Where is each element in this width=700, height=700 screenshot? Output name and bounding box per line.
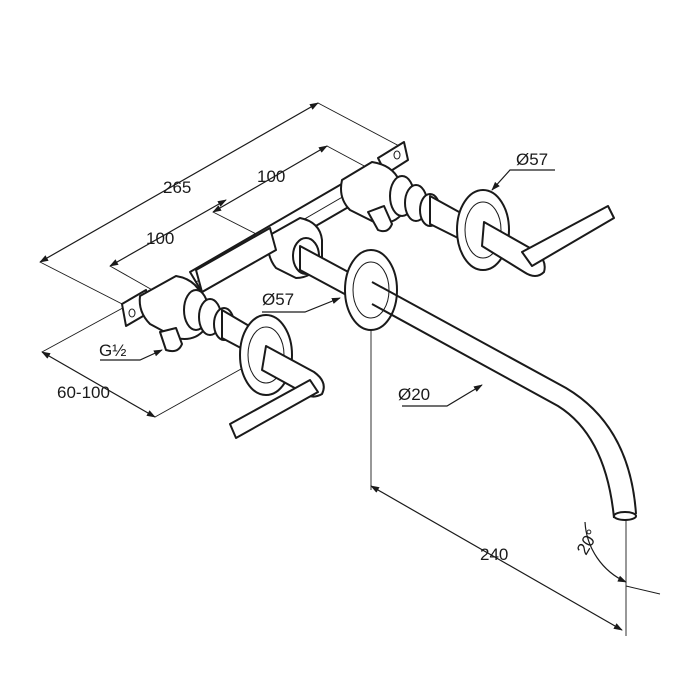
rosette-right-inner — [464, 201, 502, 259]
leader-57-right — [491, 169, 555, 191]
spout — [299, 245, 637, 521]
label-20: Ø20 — [398, 385, 430, 404]
spout-pipe-lower — [371, 303, 615, 519]
label-57-center: Ø57 — [262, 290, 294, 309]
leader-57-center — [262, 297, 341, 313]
dim-265-ext-left — [39, 261, 129, 308]
label-60-100: 60-100 — [57, 383, 110, 402]
label-g12: G½ — [99, 341, 126, 360]
mount-hole-left — [128, 308, 136, 318]
rosette-center-inner — [352, 261, 390, 319]
concealed-body — [121, 141, 471, 357]
dim-100-left-line — [109, 199, 227, 267]
dim-100-right-line — [212, 145, 328, 213]
valve-right-stem — [367, 205, 393, 233]
angle-ref-line — [625, 585, 661, 595]
label-20-deg: 20° — [573, 526, 602, 558]
spout-outlet — [613, 511, 637, 521]
angle-20-arc — [584, 521, 627, 583]
dim-100-right-ext-a — [326, 145, 369, 169]
label-100-left: 100 — [146, 229, 174, 248]
leader-20 — [402, 384, 483, 407]
label-100-right: 100 — [257, 167, 285, 186]
leader-g12 — [100, 349, 163, 361]
handle-left — [229, 314, 325, 439]
handle-left-lever — [229, 379, 319, 439]
label-57-right: Ø57 — [516, 150, 548, 169]
handle-right-lever — [521, 205, 615, 267]
dim-60-100-ext-a — [41, 303, 131, 353]
dim-265-ext-right — [317, 102, 404, 149]
dim-265-line — [39, 102, 319, 263]
spout-pipe-upper — [371, 281, 637, 515]
dim-60-100-ext-b — [154, 363, 251, 418]
left-connector-tube — [195, 227, 277, 293]
dim-60-100-line — [41, 351, 156, 418]
mount-hole-right — [393, 150, 401, 160]
label-265: 265 — [163, 178, 191, 197]
handle-right — [456, 189, 615, 277]
dimension-lines — [39, 102, 661, 636]
label-240: 240 — [480, 545, 508, 564]
valve-left-stem — [159, 327, 183, 353]
dimension-labels: 265 100 100 Ø57 Ø57 G½ 60-100 Ø20 240 20… — [57, 150, 602, 564]
dim-240-line — [370, 485, 623, 631]
